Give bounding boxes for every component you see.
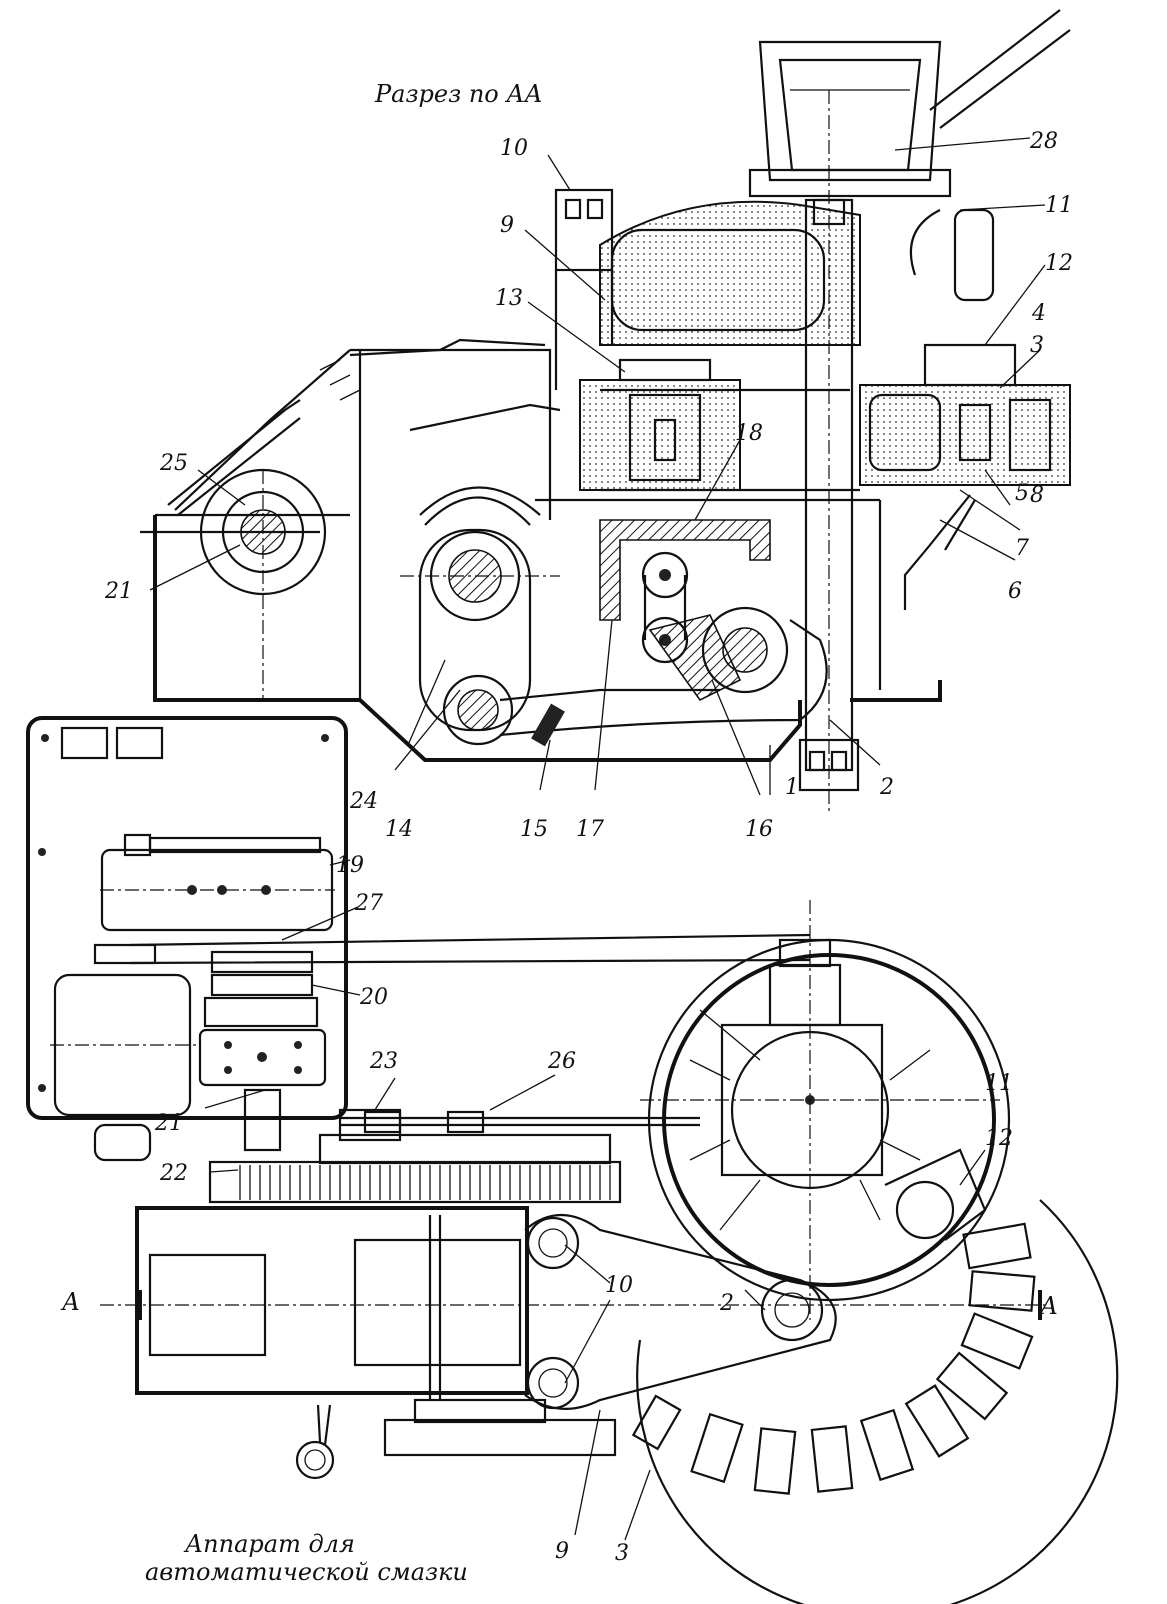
callout-8: 8: [1030, 483, 1044, 508]
lower-body: [135, 1206, 617, 1457]
plan-callout-11: 11: [985, 1071, 1013, 1096]
section-title: Разрез по АА: [374, 80, 543, 108]
valve-block: [579, 358, 741, 491]
main-shaft: [798, 90, 860, 815]
left-wheel: [140, 399, 327, 700]
callout-13: 13: [495, 286, 523, 311]
lever-assembly: [400, 486, 560, 746]
callout-19: 19: [336, 853, 364, 878]
caption-line-2: автоматической смазки: [145, 1558, 468, 1586]
callout-2: 2: [879, 775, 894, 800]
callout-23: 23: [369, 1049, 398, 1074]
callout-21a: 21: [104, 579, 133, 604]
callout-27: 27: [354, 891, 383, 916]
plan-view: [26, 716, 1119, 1604]
callout-3: 3: [1030, 333, 1044, 358]
crank-arm: [499, 619, 828, 747]
motor-frame: [26, 716, 348, 1120]
right-mechanism: [859, 208, 1071, 610]
plan-callout-12: 12: [985, 1126, 1013, 1151]
callout-25: 25: [159, 451, 188, 476]
index-arm: [524, 1213, 837, 1410]
callout-labels: 1 2 3 4 5 6 7 8 9 10 11 12 13 14 15 16 1…: [60, 129, 1073, 1586]
callout-17: 17: [576, 817, 604, 842]
callout-22: 22: [159, 1161, 188, 1186]
gear-rack: [208, 1108, 622, 1204]
callout-15: 15: [520, 817, 548, 842]
pockets: [631, 1148, 1036, 1495]
callout-5: 5: [1015, 481, 1029, 506]
callout-14: 14: [385, 817, 413, 842]
plan-callout-3: 3: [615, 1541, 629, 1566]
callout-4: 4: [1031, 301, 1046, 326]
caption-line-1: Аппарат для: [183, 1530, 355, 1558]
callout-21b: 21: [154, 1111, 183, 1136]
lower-casing: [153, 348, 942, 762]
plan-callout-9: 9: [555, 1539, 569, 1564]
section-view-aa: [140, 9, 1071, 815]
callout-28: 28: [1029, 129, 1058, 154]
callout-10: 10: [500, 136, 528, 161]
electric-motor: [50, 973, 200, 1162]
callout-12: 12: [1045, 251, 1073, 276]
callout-1: 1: [785, 775, 799, 800]
section-mark-left: А: [60, 1288, 80, 1316]
lubricator-gear: [295, 1404, 335, 1480]
callout-6: 6: [1008, 579, 1022, 604]
piston-block: [599, 519, 789, 702]
callout-11: 11: [1045, 193, 1073, 218]
hopper: [748, 9, 1071, 198]
callout-9: 9: [500, 213, 514, 238]
coupling: [198, 1028, 327, 1152]
plan-callout-2: 2: [719, 1291, 734, 1316]
callout-24: 24: [349, 789, 378, 814]
turret: [636, 900, 1119, 1604]
plan-callout-10: 10: [605, 1273, 633, 1298]
callout-7: 7: [1015, 536, 1029, 561]
push-rod: [340, 1110, 700, 1134]
gearbox: [100, 833, 335, 932]
left-guard: [319, 338, 561, 432]
callout-20: 20: [359, 985, 388, 1010]
upper-housing: [554, 188, 861, 390]
leader-lines: [149, 137, 1046, 1541]
callout-16: 16: [745, 817, 773, 842]
callout-18: 18: [735, 421, 763, 446]
belt-drive: [93, 933, 811, 1028]
callout-26: 26: [547, 1049, 576, 1074]
section-mark-right: А: [1038, 1292, 1058, 1320]
